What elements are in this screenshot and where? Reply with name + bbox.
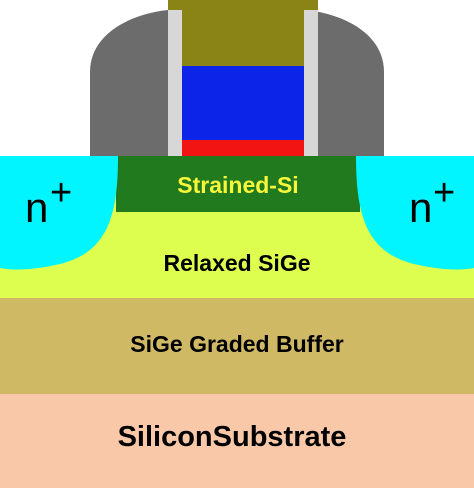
gate-oxide-red (182, 140, 304, 156)
gate-sidewall-left (168, 10, 182, 156)
gate-electrode-blue (182, 66, 304, 140)
source-n-label: n (25, 184, 48, 231)
silicon-substrate-layer (0, 394, 474, 488)
gate-top-extension (168, 0, 318, 10)
drain-plus-sign: + (433, 172, 455, 214)
source-plus-sign: + (50, 172, 72, 214)
relaxed-sige-label: Relaxed SiGe (163, 250, 310, 276)
strained-si-layer (116, 156, 360, 212)
gate-sidewall-right (304, 10, 318, 156)
source-n-plus-region (0, 156, 118, 270)
graded-buffer-label: SiGe Graded Buffer (130, 331, 343, 357)
strained-si-label: Strained-Si (177, 172, 298, 198)
sige-graded-buffer-layer (0, 298, 474, 394)
gate-top-layer (182, 0, 304, 66)
drain-n-plus-region (356, 156, 474, 270)
silicon-substrate-label: SiliconSubstrate (118, 421, 347, 453)
drain-n-label: n (409, 184, 432, 231)
